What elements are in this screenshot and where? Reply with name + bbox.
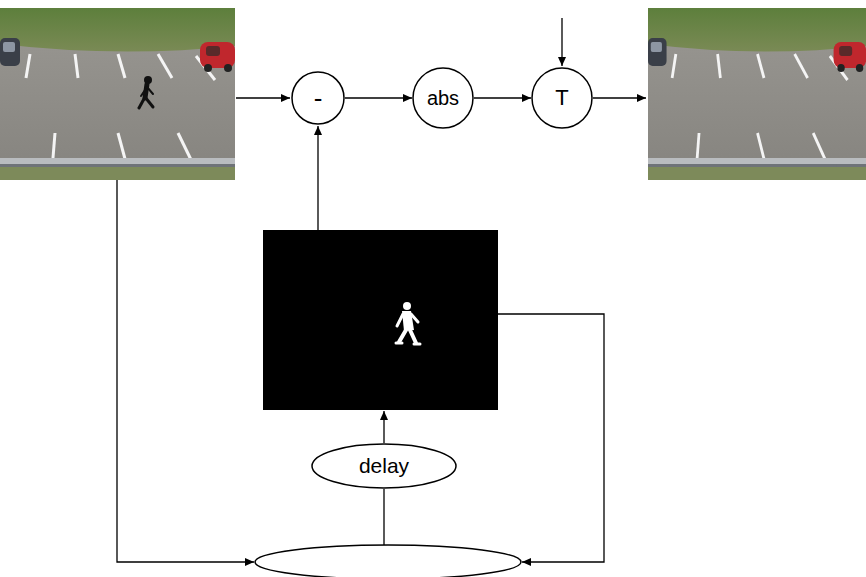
output-frame bbox=[648, 8, 866, 180]
node-label: T bbox=[555, 86, 568, 110]
subtract-circle: - bbox=[291, 71, 345, 125]
delay-ellipse: delay bbox=[311, 443, 457, 489]
update-ellipse bbox=[255, 545, 521, 577]
arrow-connector bbox=[474, 97, 531, 98]
abs-circle: abs bbox=[412, 67, 474, 129]
background-frame bbox=[263, 230, 498, 410]
node-label: abs bbox=[427, 87, 459, 109]
arrow-connector bbox=[345, 97, 412, 98]
node-label: - bbox=[314, 84, 323, 113]
node-label: delay bbox=[359, 454, 409, 477]
threshold-circle: T bbox=[531, 67, 593, 129]
input-frame bbox=[0, 8, 235, 180]
wires bbox=[117, 18, 646, 562]
